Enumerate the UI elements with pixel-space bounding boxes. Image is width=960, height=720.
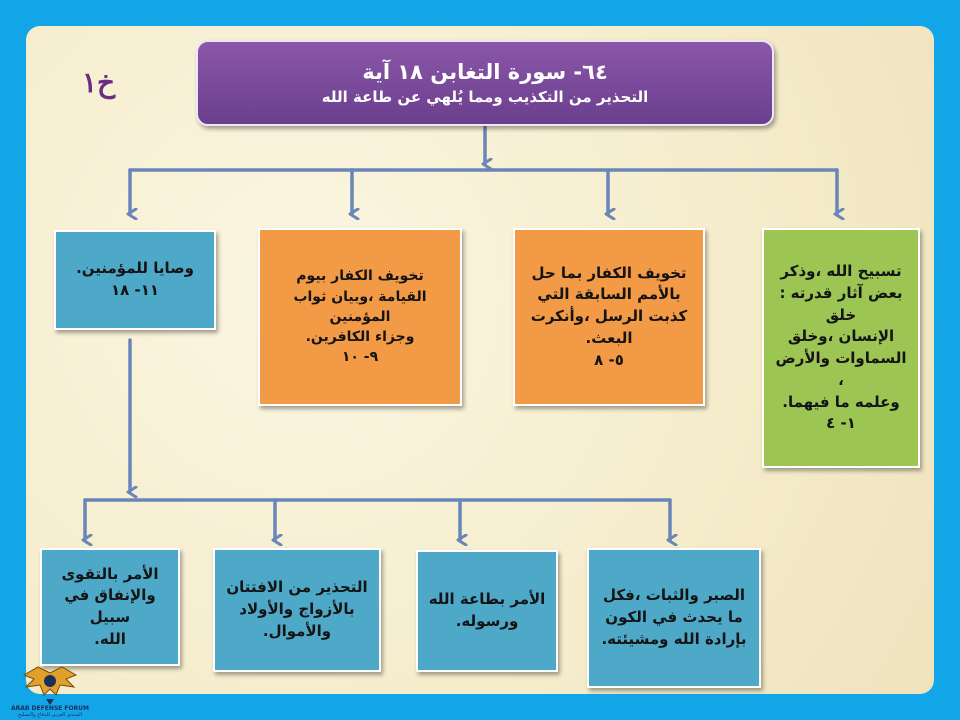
watermark-logo: ARAB DEFENSE FORUM المنتدى العربي للدفاع… <box>2 652 98 718</box>
bottom-box-4: الأمر بالتقوى والإنفاق في سبيل الله. <box>40 548 180 666</box>
page-label: خ١ <box>82 66 116 99</box>
top-box-4-line: وصايا للمؤمنين. <box>76 259 194 278</box>
bottom-box-1-line: ما يحدث في الكون <box>605 608 743 627</box>
title-main: ٦٤- سورة التغابن ١٨ آية <box>362 59 608 84</box>
top-box-1-line: بعض آثار قدرته : خلق <box>779 283 903 324</box>
bottom-box-2-line: الأمر بطاعة الله <box>428 590 546 609</box>
bottom-box-2-line: ورسوله. <box>455 612 519 630</box>
top-box-3-line: القيامة ،وبيان ثواب المؤمنين <box>293 288 427 325</box>
bottom-box-2: الأمر بطاعة الله ورسوله. <box>416 550 558 672</box>
watermark-subtitle: المنتدى العربي للدفاع والتسليح <box>17 712 83 718</box>
top-box-4: وصايا للمؤمنين. ١١- ١٨ <box>54 230 216 330</box>
top-box-1-line: تسبيح الله ،وذكر <box>780 262 902 280</box>
top-box-2-line: بالأمم السابقة التي <box>537 285 681 304</box>
top-box-3-range: ٩- ١٠ <box>341 349 379 366</box>
bottom-box-3-line: بالأزواج والأولاد <box>239 600 355 619</box>
top-box-2-line: تخويف الكفار بما حل <box>531 263 687 282</box>
top-box-4-range: ١١- ١٨ <box>110 281 160 299</box>
bottom-box-1-line: الصبر والثبات ،فكل <box>602 586 746 605</box>
top-box-2-line: البعث. <box>585 328 633 347</box>
top-box-1: تسبيح الله ،وذكر بعض آثار قدرته : خلق ال… <box>762 228 920 468</box>
top-box-2-line: كذبت الرسل ،وأنكرت <box>530 307 688 326</box>
bottom-box-3: التحذير من الافتتان بالأزواج والأولاد وا… <box>213 548 381 672</box>
bottom-box-1-line: بإرادة الله ومشيئته. <box>601 629 747 648</box>
bottom-box-3-line: والأموال. <box>262 621 332 640</box>
top-box-2: تخويف الكفار بما حل بالأمم السابقة التي … <box>513 228 705 406</box>
top-box-3-line: وجزاء الكافرين. <box>305 329 415 346</box>
bottom-box-4-line: والإنفاق في سبيل <box>64 586 156 626</box>
bottom-box-3-line: التحذير من الافتتان <box>226 578 368 597</box>
bottom-box-4-line: الأمر بالتقوى <box>61 564 159 583</box>
watermark-name: ARAB DEFENSE FORUM <box>10 705 90 712</box>
bottom-box-4-line: الله. <box>94 629 126 648</box>
top-box-1-line: الإنسان ،وخلق <box>787 327 895 346</box>
title-box: ٦٤- سورة التغابن ١٨ آية التحذير من التكذ… <box>196 40 774 126</box>
top-box-2-range: ٥- ٨ <box>594 350 624 369</box>
title-subtitle: التحذير من التكذيب ومما يُلهي عن طاعة ال… <box>321 88 649 107</box>
bottom-box-1: الصبر والثبات ،فكل ما يحدث في الكون بإرا… <box>587 548 761 688</box>
top-box-1-range: ١- ٤ <box>826 414 856 433</box>
eagle-emblem-icon <box>22 666 78 705</box>
top-box-1-line: وعلمه ما فيهما. <box>782 392 900 411</box>
top-box-3-line: تخويف الكفار بيوم <box>296 268 424 285</box>
top-box-1-line: السماوات والأرض ، <box>775 349 907 389</box>
top-box-3: تخويف الكفار بيوم القيامة ،وبيان ثواب ال… <box>258 228 462 406</box>
